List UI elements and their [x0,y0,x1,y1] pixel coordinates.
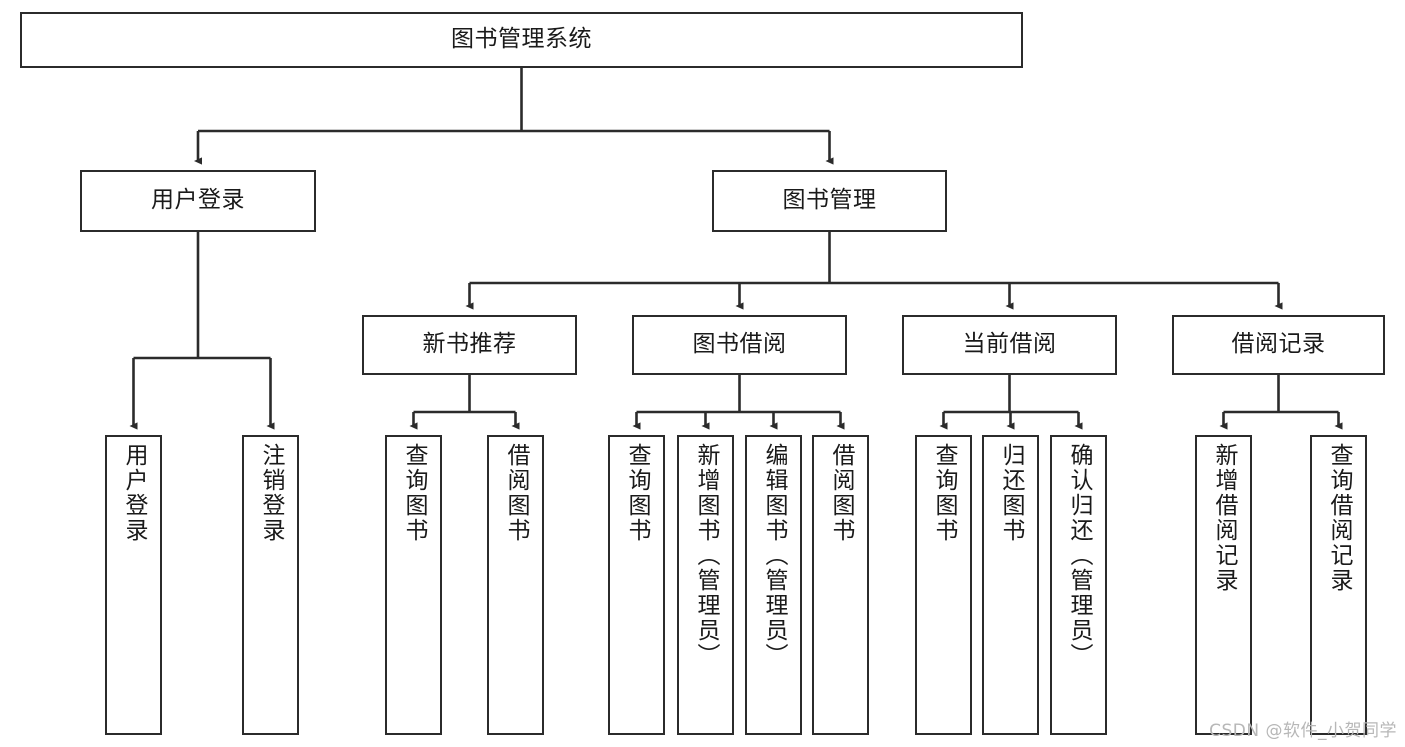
node-current[interactable]: 当前借阅 [902,315,1117,375]
node-leaf-cur-2[interactable]: 归还图书 [982,435,1039,735]
node-leaf-cur-3[interactable]: 确认归还（管理员） [1050,435,1107,735]
node-label: 用户登录 [151,187,245,214]
node-label: 当前借阅 [962,331,1057,358]
node-login[interactable]: 用户登录 [80,170,316,232]
node-leaf-new-1[interactable]: 查询图书 [385,435,442,735]
node-label: 新增借阅记录 [1211,443,1237,593]
node-bookmgmt[interactable]: 图书管理 [712,170,947,232]
node-label: 借阅图书 [503,443,529,543]
node-label: 新书推荐 [422,331,517,358]
node-label: 注销登录 [258,443,284,543]
node-root[interactable]: 图书管理系统 [20,12,1023,68]
node-label: 借阅记录 [1231,331,1326,358]
node-label: 编辑图书（管理员） [761,443,787,668]
node-label: 查询图书 [624,443,650,543]
node-records[interactable]: 借阅记录 [1172,315,1385,375]
node-leaf-borrow-3[interactable]: 编辑图书（管理员） [745,435,802,735]
node-leaf-borrow-4[interactable]: 借阅图书 [812,435,869,735]
node-label: 图书管理 [782,187,877,214]
node-label: 图书管理系统 [451,26,592,53]
node-newbook[interactable]: 新书推荐 [362,315,577,375]
node-label: 用户登录 [121,443,147,543]
node-leaf-rec-1[interactable]: 新增借阅记录 [1195,435,1252,735]
node-borrow[interactable]: 图书借阅 [632,315,847,375]
node-label: 图书借阅 [692,331,787,358]
node-leaf-rec-2[interactable]: 查询借阅记录 [1310,435,1367,735]
node-label: 查询借阅记录 [1326,443,1352,593]
node-label: 借阅图书 [828,443,854,543]
node-leaf-login-2[interactable]: 注销登录 [242,435,299,735]
node-leaf-borrow-2[interactable]: 新增图书（管理员） [677,435,734,735]
node-label: 确认归还（管理员） [1066,443,1092,668]
node-leaf-new-2[interactable]: 借阅图书 [487,435,544,735]
node-label: 查询图书 [401,443,427,543]
node-leaf-cur-1[interactable]: 查询图书 [915,435,972,735]
node-leaf-login-1[interactable]: 用户登录 [105,435,162,735]
node-label: 新增图书（管理员） [693,443,719,668]
node-label: 归还图书 [998,443,1024,543]
node-leaf-borrow-1[interactable]: 查询图书 [608,435,665,735]
node-label: 查询图书 [931,443,957,543]
csdn-watermark: CSDN @软件_小贺同学 [1209,721,1397,741]
